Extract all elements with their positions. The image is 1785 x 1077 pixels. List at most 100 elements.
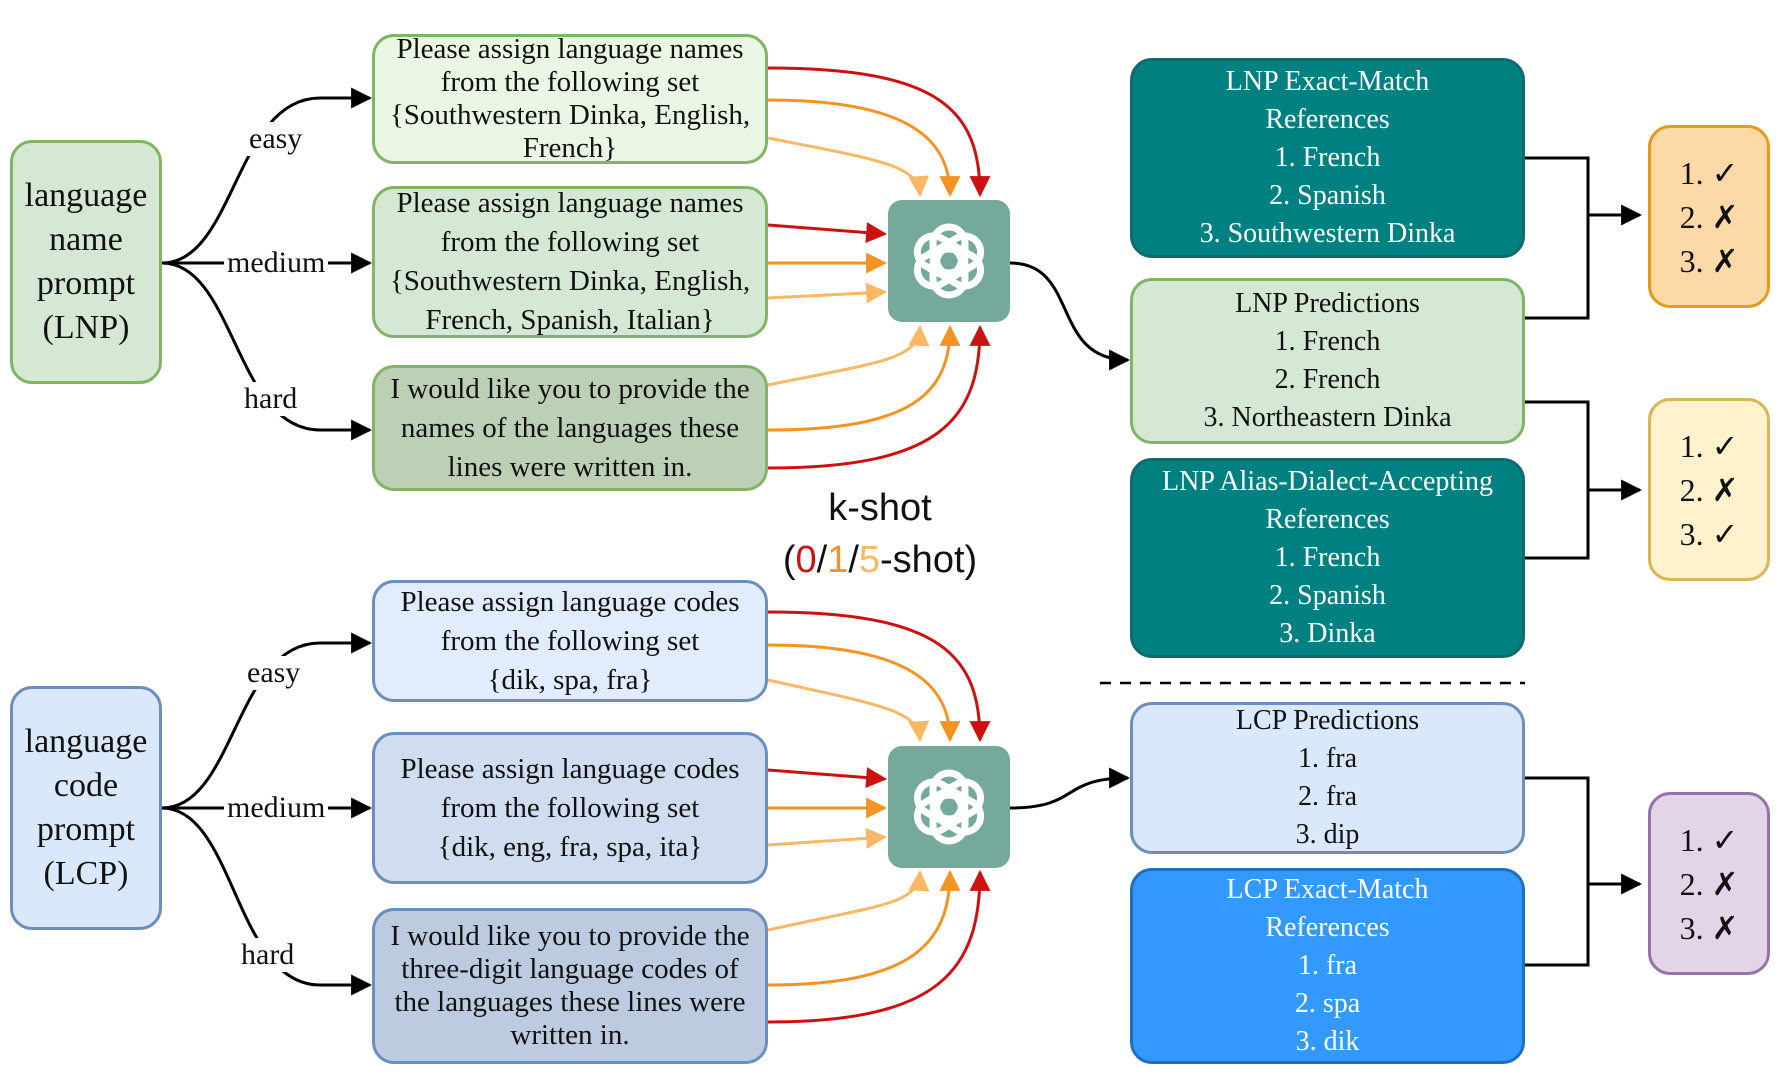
lnp-easy-prompt-box: Please assign language names from the fo…: [372, 33, 768, 164]
k-shot-sep: /: [816, 539, 828, 581]
lcp-hard-prompt-line: I would like you to provide the: [390, 920, 750, 952]
lnp-medium-prompt-line: {Southwestern Dinka, English,: [389, 265, 751, 297]
lcp-medium-prompt-line: Please assign language codes: [400, 752, 740, 785]
lcp-easy-1shot-arrow: [767, 643, 961, 743]
lcp-ai-to-predictions-arrow: [1009, 767, 1131, 810]
lcp-root-box: language code prompt (LCP): [10, 686, 162, 930]
lnp-root-line: language: [24, 177, 148, 214]
lnp-medium-prompt-line: French, Spanish, Italian}: [425, 304, 715, 336]
lcp-hard-1shot-arrow: [767, 869, 961, 987]
lnp-hard-label: hard: [241, 382, 301, 416]
lnp-root-line: prompt: [36, 265, 136, 302]
lnp-easy-prompt-line: Please assign language names: [396, 33, 744, 65]
lcp-hard-arrow: [161, 806, 373, 996]
score-line: 1. ✓: [1679, 821, 1739, 858]
lcp-root-line: code: [53, 767, 119, 804]
lnp-pred-line: 3. Northeastern Dinka: [1203, 402, 1452, 433]
lcp-easy-0shot-arrow: [767, 610, 991, 743]
lnp-alias-score-box: 1. ✓ 2. ✗ 3. ✓: [1648, 398, 1770, 581]
lnp-hard-prompt-line: names of the languages these: [400, 411, 740, 444]
lnp-medium-0shot-arrow: [767, 222, 888, 244]
lcp-medium-prompt-line: from the following set: [440, 791, 700, 824]
lcp-medium-0shot-arrow: [767, 767, 888, 789]
k-shot-open: (: [782, 539, 796, 581]
lcp-hard-0shot-arrow: [767, 869, 991, 1024]
lnp-alias-line: 2. Spanish: [1269, 580, 1386, 611]
lnp-alias-line: 1. French: [1274, 542, 1381, 573]
lcp-pred-line: LCP Predictions: [1235, 705, 1420, 736]
lnp-easy-0shot-arrow: [767, 66, 991, 198]
lcp-easy-prompt-line: {dik, spa, fra}: [487, 663, 653, 696]
lcp-easy-prompt-line: Please assign language codes: [400, 585, 740, 618]
k-shot-options: (0/1/5-shot): [750, 534, 1010, 586]
lcp-hard-prompt-line: written in.: [510, 1019, 630, 1051]
lnp-exact-line: 2. Spanish: [1269, 180, 1386, 211]
lcp-exact-line: 3. dik: [1295, 1026, 1360, 1057]
lcp-easy-label: easy: [244, 656, 304, 690]
lnp-pred-line: LNP Predictions: [1235, 288, 1420, 319]
score-line: 3. ✗: [1679, 909, 1739, 946]
lnp-hard-prompt-box: I would like you to provide the names of…: [372, 365, 768, 491]
lcp-pred-line: 3. dip: [1295, 819, 1360, 850]
lcp-exact-match-box: LCP Exact-Match References 1. fra 2. spa…: [1130, 868, 1525, 1064]
lnp-hard-5shot-arrow: [767, 324, 930, 387]
lnp-hard-prompt-line: I would like you to provide the: [390, 372, 750, 405]
lnp-alias-line: References: [1265, 504, 1390, 535]
lcp-pred-line: 2. fra: [1297, 781, 1358, 812]
lnp-easy-prompt-line: from the following set: [440, 66, 700, 98]
lcp-medium-prompt-box: Please assign language codes from the fo…: [372, 732, 768, 884]
lnp-exact-line: 1. French: [1274, 142, 1381, 173]
lcp-hard-label: hard: [238, 938, 298, 972]
lnp-alias-line: LNP Alias-Dialect-Accepting: [1162, 466, 1493, 497]
lcp-exact-line: 1. fra: [1297, 950, 1358, 981]
lcp-root-line: prompt: [36, 811, 136, 848]
lnp-alias-dialect-box: LNP Alias-Dialect-Accepting References 1…: [1130, 458, 1525, 658]
lcp-medium-5shot-arrow: [767, 827, 888, 849]
lcp-easy-arrow: [161, 632, 373, 810]
lcp-easy-5shot-arrow: [767, 678, 930, 743]
lnp-easy-prompt-line: {Southwestern Dinka, English,: [389, 99, 751, 131]
lnp-exact-bracket: [1525, 156, 1640, 320]
k-shot-label: k-shot (0/1/5-shot): [750, 482, 1010, 586]
lnp-alias-bracket: [1525, 400, 1640, 560]
lcp-hard-prompt-box: I would like you to provide the three-di…: [372, 908, 768, 1064]
lnp-predictions-box: LNP Predictions 1. French 2. French 3. N…: [1130, 278, 1525, 444]
lcp-predictions-box: LCP Predictions 1. fra 2. fra 3. dip: [1130, 702, 1525, 854]
lcp-easy-prompt-line: from the following set: [440, 624, 700, 657]
lnp-easy-1shot-arrow: [767, 98, 961, 198]
lcp-root-line: (LCP): [43, 855, 129, 892]
lnp-medium-prompt-line: Please assign language names: [396, 187, 744, 219]
k-shot-zero: 0: [795, 539, 817, 581]
lcp-root-line: language: [24, 723, 148, 760]
score-line: 3. ✓: [1679, 515, 1739, 552]
score-line: 1. ✓: [1679, 154, 1739, 191]
lnp-pred-line: 1. French: [1274, 326, 1381, 357]
openai-logo-icon: [888, 200, 1010, 322]
lnp-medium-prompt-line: from the following set: [440, 226, 700, 258]
lnp-exact-line: LNP Exact-Match: [1225, 66, 1430, 97]
lcp-easy-prompt-box: Please assign language codes from the fo…: [372, 580, 768, 702]
k-shot-title: k-shot: [828, 487, 932, 529]
lnp-medium-5shot-arrow: [767, 282, 888, 304]
lnp-easy-5shot-arrow: [767, 136, 930, 198]
lcp-exact-score-box: 1. ✓ 2. ✗ 3. ✗: [1648, 792, 1770, 975]
openai-logo-icon: [888, 746, 1010, 868]
score-line: 2. ✗: [1679, 865, 1739, 902]
lnp-exact-score-box: 1. ✓ 2. ✗ 3. ✗: [1648, 125, 1770, 308]
lnp-easy-prompt-line: French}: [522, 132, 618, 164]
score-line: 2. ✗: [1679, 198, 1739, 235]
lnp-alias-line: 3. Dinka: [1279, 618, 1376, 649]
k-shot-five: 5: [858, 539, 881, 581]
lcp-pred-line: 1. fra: [1297, 743, 1358, 774]
lcp-exact-line: References: [1265, 912, 1390, 943]
score-line: 2. ✗: [1679, 471, 1739, 508]
lnp-medium-label: medium: [224, 246, 329, 280]
lnp-ai-to-predictions-arrow: [1009, 261, 1131, 371]
lnp-hard-prompt-line: lines were written in.: [447, 450, 693, 483]
lnp-root-line: name: [49, 221, 123, 258]
k-shot-tail: -shot): [880, 539, 978, 581]
k-shot-one: 1: [827, 539, 849, 581]
lcp-hard-prompt-line: three-digit language codes of: [401, 953, 739, 985]
